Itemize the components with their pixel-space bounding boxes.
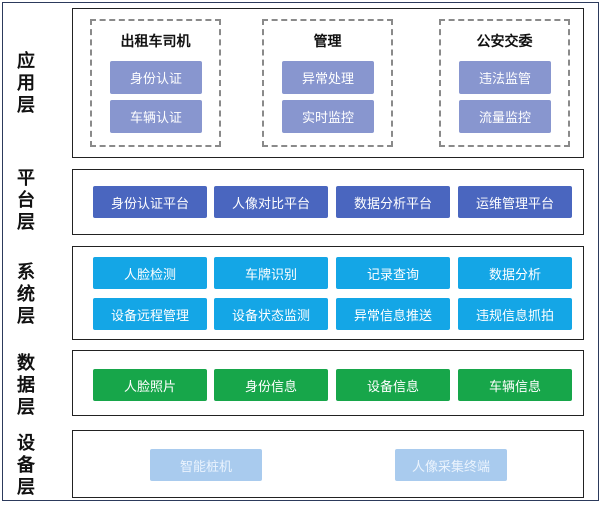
platform-chip: 数据分析平台: [336, 186, 450, 218]
label-char: 层: [17, 477, 35, 498]
layer-label-device: 设 备 层: [5, 428, 47, 504]
traffic-monitor-chip: 流量监控: [459, 100, 551, 133]
label-char: 系: [17, 262, 35, 283]
application-layer-box: 出租车司机 身份认证 车辆认证 管理 异常处理 实时监控 公安交委 违法监管 流…: [72, 8, 584, 158]
layer-label-system: 系 统 层: [5, 249, 47, 341]
platform-chip: 人像对比平台: [214, 186, 328, 218]
system-chip: 设备状态监测: [214, 298, 328, 330]
label-char: 层: [17, 306, 35, 327]
system-chip: 人脸检测: [93, 257, 207, 289]
vehicle-auth-chip: 车辆认证: [110, 100, 202, 133]
label-char: 层: [17, 212, 35, 233]
label-char: 层: [17, 397, 35, 418]
device-layer-box: 智能桩机 人像采集终端: [72, 430, 584, 498]
identity-auth-chip: 身份认证: [110, 61, 202, 94]
group-police-traffic: 公安交委 违法监管 流量监控: [439, 19, 570, 147]
layer-label-data: 数 据 层: [5, 348, 47, 424]
group-title: 出租车司机: [120, 34, 191, 50]
platform-chip: 运维管理平台: [458, 186, 572, 218]
system-chip: 记录查询: [336, 257, 450, 289]
smart-pile-chip: 智能桩机: [150, 449, 262, 481]
layer-label-platform: 平 台 层: [5, 163, 47, 239]
label-char: 统: [17, 284, 35, 305]
system-chip: 设备远程管理: [93, 298, 207, 330]
data-layer-box: 人脸照片 身份信息 设备信息 车辆信息: [72, 350, 584, 416]
label-char: 平: [17, 168, 35, 189]
label-char: 层: [17, 95, 35, 116]
data-chip: 设备信息: [336, 369, 450, 401]
violation-supervision-chip: 违法监管: [459, 61, 551, 94]
platform-chip: 身份认证平台: [93, 186, 207, 218]
data-chip: 身份信息: [214, 369, 328, 401]
face-capture-terminal-chip: 人像采集终端: [395, 449, 507, 481]
group-taxi-driver: 出租车司机 身份认证 车辆认证: [90, 19, 221, 147]
group-title: 管理: [313, 34, 342, 50]
layer-label-application: 应 用 层: [5, 18, 47, 150]
group-management: 管理 异常处理 实时监控: [262, 19, 393, 147]
data-chip: 人脸照片: [93, 369, 207, 401]
label-char: 用: [17, 73, 35, 94]
label-char: 设: [17, 433, 35, 454]
system-chip: 车牌识别: [214, 257, 328, 289]
label-char: 备: [17, 455, 35, 476]
realtime-monitor-chip: 实时监控: [282, 100, 374, 133]
label-char: 应: [17, 51, 35, 72]
system-chip: 违规信息抓拍: [458, 298, 572, 330]
data-chip: 车辆信息: [458, 369, 572, 401]
platform-layer-box: 身份认证平台 人像对比平台 数据分析平台 运维管理平台: [72, 169, 584, 235]
label-char: 台: [17, 190, 35, 211]
exception-handling-chip: 异常处理: [282, 61, 374, 94]
label-char: 据: [17, 375, 35, 396]
group-title: 公安交委: [476, 34, 533, 50]
label-char: 数: [17, 353, 35, 374]
system-layer-box: 人脸检测 车牌识别 记录查询 数据分析 设备远程管理 设备状态监测 异常信息推送…: [72, 246, 584, 340]
system-chip: 数据分析: [458, 257, 572, 289]
system-chip: 异常信息推送: [336, 298, 450, 330]
